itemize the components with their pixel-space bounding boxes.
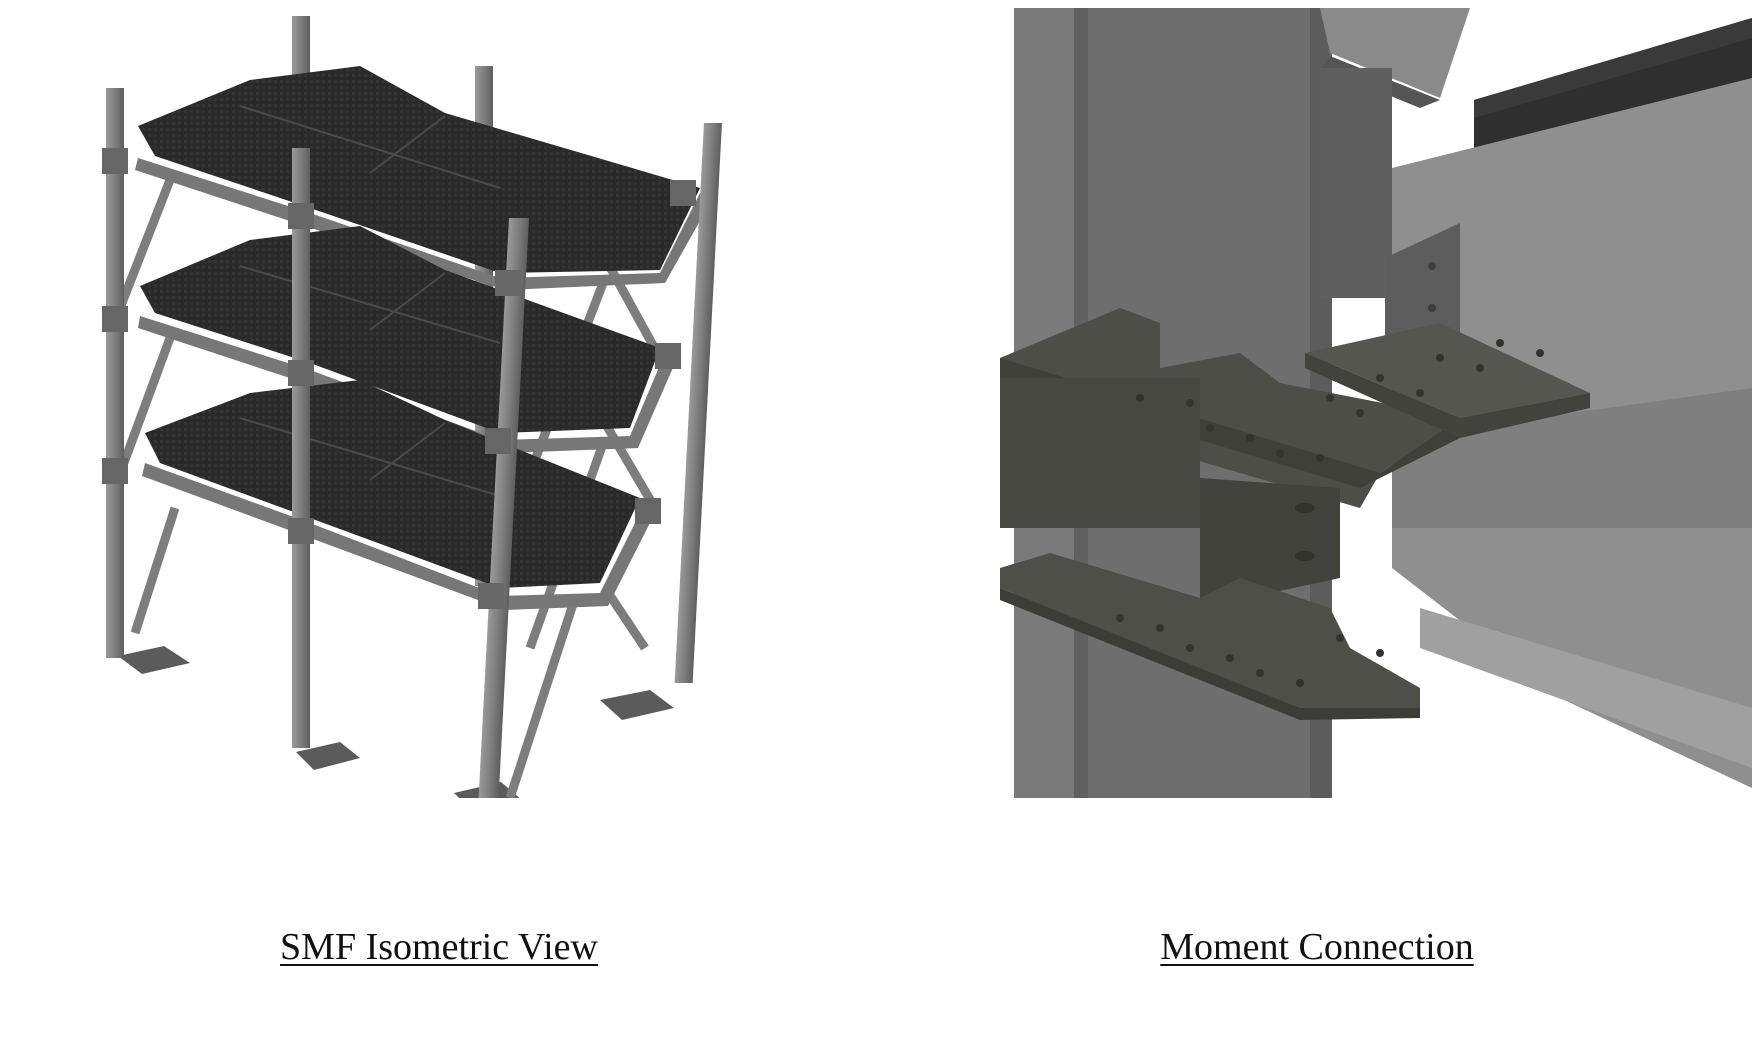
- smf-isometric-figure: [100, 8, 740, 798]
- moment-connection-figure: [1000, 8, 1752, 898]
- front-columns: [106, 88, 722, 798]
- base-plates: [118, 646, 674, 798]
- deck-level-top: [135, 66, 710, 290]
- figure-caption-moment-connection: Moment Connection: [1160, 926, 1474, 968]
- connection-blocks: [102, 148, 696, 609]
- bottom-flange-plate: [1000, 553, 1420, 720]
- moment-connection-drawing: [1000, 8, 1752, 798]
- deck-level-middle: [138, 226, 675, 453]
- deck-level-bottom: [142, 380, 655, 610]
- smf-isometric-drawing: [102, 16, 722, 798]
- bolt-holes: [1116, 339, 1544, 687]
- upper-brace: [1320, 8, 1470, 298]
- beam: [1392, 78, 1752, 788]
- figure-caption-smf-isometric: SMF Isometric View: [280, 926, 598, 968]
- top-flange-plate: [1000, 308, 1590, 508]
